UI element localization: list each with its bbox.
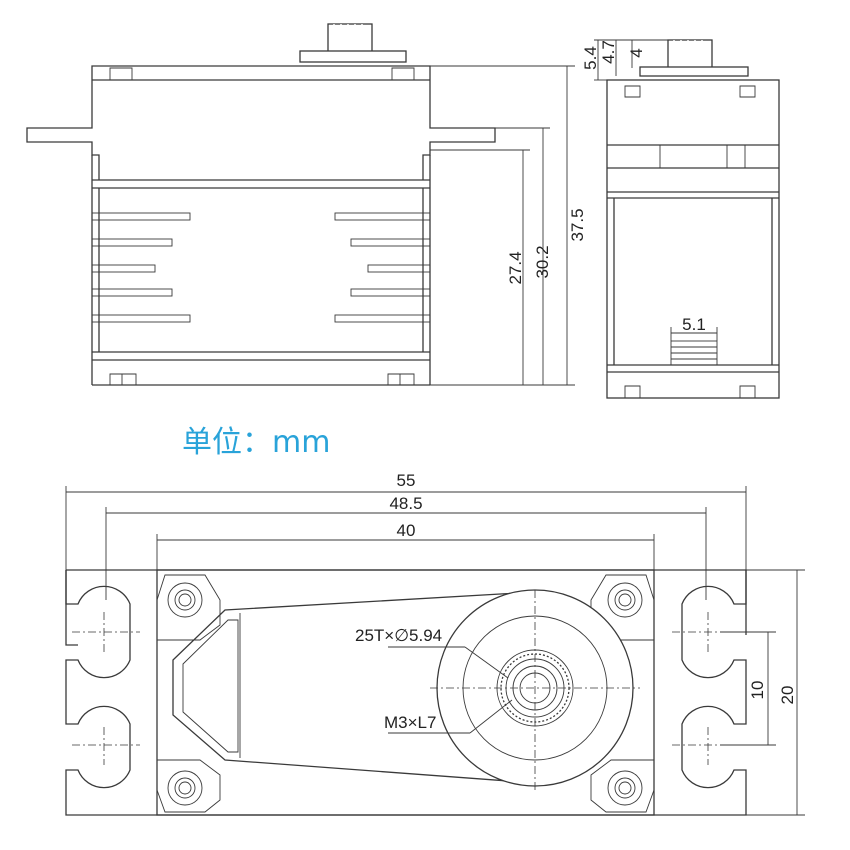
unit-label: 单位：mm (182, 425, 330, 460)
dim-height-overall: 37.5 (568, 208, 587, 241)
spline-label: 25T×∅5.94 (355, 626, 442, 645)
dim-length-overall: 55 (397, 471, 416, 490)
end-connector (670, 327, 718, 366)
dim-connector-width: 5.1 (682, 315, 706, 334)
top-view: 55 48.5 40 (65, 471, 805, 816)
side-view: 37.5 30.2 27.4 (26, 23, 587, 386)
dim-height-body: 27.4 (506, 251, 525, 284)
dim-slot-spacing: 10 (748, 681, 767, 700)
dim-end-d2: 4.7 (599, 40, 618, 64)
dim-end-d3: 4 (627, 48, 646, 57)
dim-height-to-tab: 30.2 (533, 245, 552, 278)
screw-label: M3×L7 (384, 713, 436, 732)
dim-end-d1: 5.4 (581, 46, 600, 70)
dim-body-length: 40 (397, 521, 416, 540)
end-output-spline (639, 39, 749, 77)
dim-hole-spacing: 48.5 (389, 494, 422, 513)
end-view: 5.1 5.4 4.7 4 (581, 39, 780, 399)
side-output-spline (299, 23, 407, 63)
side-cooling-fins (91, 212, 431, 323)
dim-width: 20 (778, 686, 797, 705)
